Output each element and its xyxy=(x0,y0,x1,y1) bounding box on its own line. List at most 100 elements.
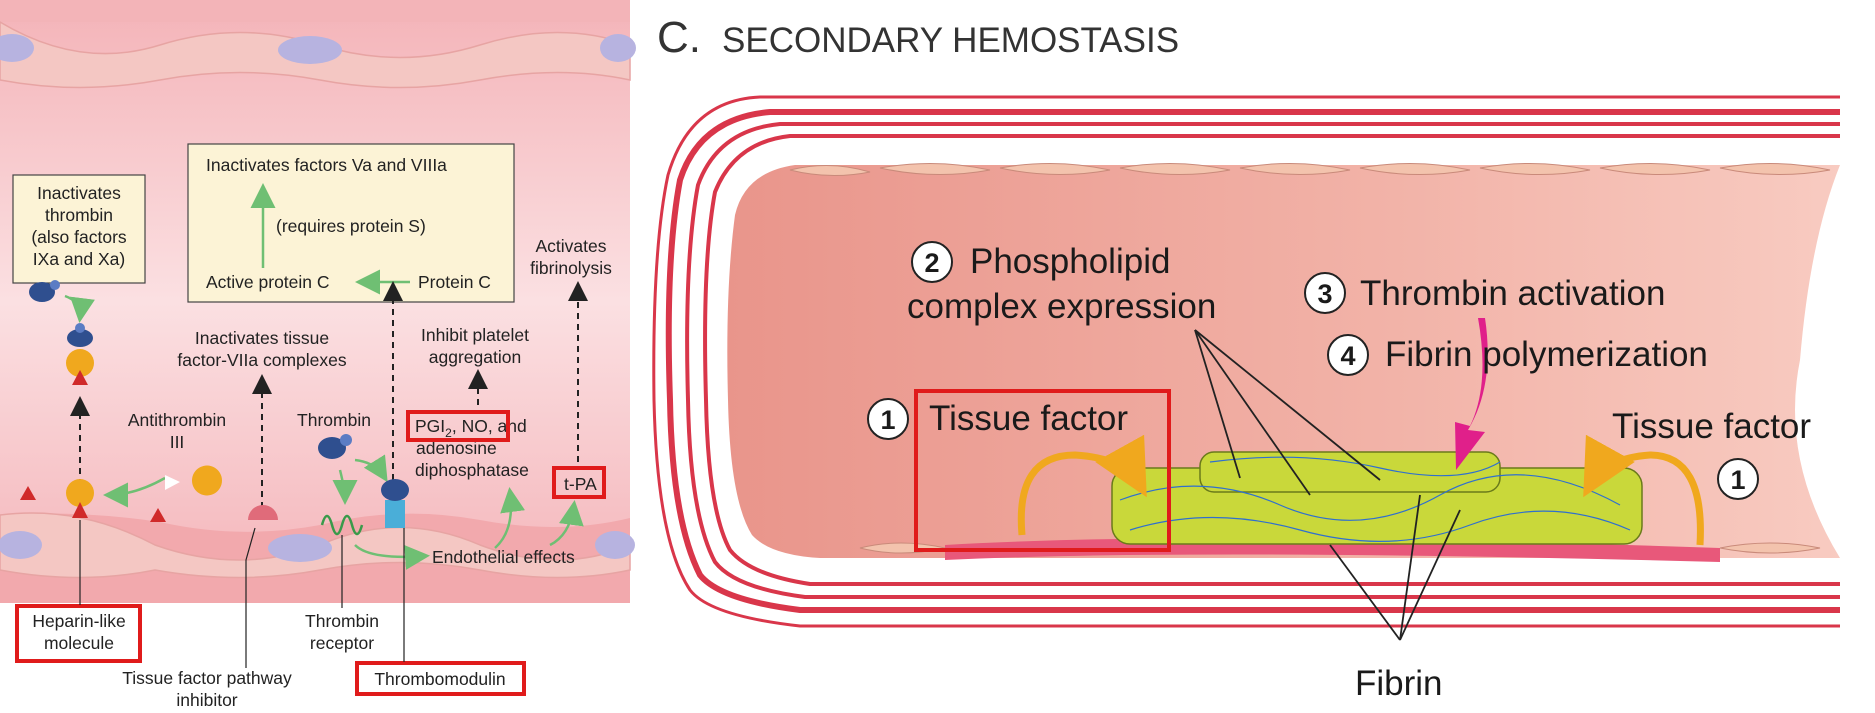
antithrombin-line-1: Antithrombin xyxy=(128,410,226,430)
top-endothelium xyxy=(0,0,636,89)
nucleus-icon xyxy=(0,34,34,62)
tissue-factor-right-number: 1 xyxy=(1730,465,1745,495)
tissue-factor-right-label: Tissue factor 1 xyxy=(1612,407,1811,500)
step-4-text: Fibrin polymerization xyxy=(1385,335,1708,374)
step-2-text-line-1: Phospholipid xyxy=(970,242,1170,281)
fibrin-clot xyxy=(1111,451,1643,545)
inactivates-thrombin-line-1: Inactivates xyxy=(37,183,121,203)
step-3-text: Thrombin activation xyxy=(1360,274,1665,313)
bottom-endothelium xyxy=(0,512,635,603)
inactivates-thrombin-line-4: IXa and Xa) xyxy=(33,249,125,269)
active-protein-c-label: Active protein C xyxy=(206,272,330,292)
protein-c-label: Protein C xyxy=(418,272,491,292)
step-2-text-line-2: complex expression xyxy=(907,287,1216,326)
thrombin-receptor-line-2: receptor xyxy=(310,633,374,653)
pgi-text: PGI xyxy=(415,416,445,436)
endothelial-to-pgi2-arrow xyxy=(494,487,525,549)
nucleus-icon xyxy=(278,36,342,64)
tfpi-molecule-icon xyxy=(248,505,278,520)
nucleus-icon xyxy=(595,531,635,559)
phospholipid-pointer-lines xyxy=(1194,329,1381,496)
inactivates-tf-line-2: factor-VIIa complexes xyxy=(177,350,346,370)
inactivates-tf-line-1: Inactivates tissue xyxy=(195,328,329,348)
thrombomodulin-label: Thrombomodulin xyxy=(374,669,505,689)
panel-letter: C. xyxy=(657,13,701,62)
thrombomodulin-icon xyxy=(381,479,409,528)
tissue-factor-left-arrow xyxy=(1017,434,1147,536)
step-1-number: 1 xyxy=(880,405,895,435)
thrombomodulin-highlight-box xyxy=(355,661,526,696)
fibrin-label: Fibrin xyxy=(1355,664,1443,703)
receptor-to-endothelial-arrow xyxy=(354,544,430,570)
thrombin-inhibitor-arrow xyxy=(64,294,95,323)
dashed-arrows xyxy=(70,281,588,508)
inactivates-thrombin-line-3: (also factors xyxy=(31,227,127,247)
step-2-label: 2 Phospholipid complex expression xyxy=(907,241,1216,326)
step-3-label: 3 Thrombin activation xyxy=(1304,272,1665,314)
thrombomodulin-label-group: Thrombomodulin xyxy=(355,528,526,696)
tissue-factor-right-arrow xyxy=(1583,434,1704,546)
tissue-factor-right-text: Tissue factor xyxy=(1612,407,1811,446)
antithrombin-to-heparin-arrow xyxy=(103,476,166,508)
step-4-label: 4 Fibrin polymerization xyxy=(1327,334,1708,376)
pgi2-highlight-box xyxy=(406,410,510,442)
vessel-lumen xyxy=(727,165,1841,558)
inhibit-platelet-line-1: Inhibit platelet xyxy=(421,325,529,345)
step-4-number: 4 xyxy=(1340,341,1355,371)
nucleus-icon xyxy=(0,531,42,559)
inactivates-thrombin-line-2: thrombin xyxy=(45,205,113,225)
pgi2-line-3: diphosphatase xyxy=(415,460,529,480)
tfpi-line-1: Tissue factor pathway xyxy=(122,668,292,688)
activates-fibrinolysis-line-1: Activates xyxy=(536,236,607,256)
pgi2-line-2: adenosine xyxy=(416,438,497,458)
step-1-text: Tissue factor xyxy=(929,399,1128,438)
thrombin-to-thrombomodulin-arrow xyxy=(354,454,388,483)
protein-c-box: Inactivates factors Va and VIIIa (requir… xyxy=(187,143,515,303)
vessel-wall xyxy=(652,95,1840,628)
left-panel: Inactivates thrombin (also factors IXa a… xyxy=(0,0,636,710)
pgi2-label-group: PGI2, NO, and adenosine diphosphatase xyxy=(406,410,529,480)
endothelial-to-tpa-arrow xyxy=(549,500,584,547)
pgi-subscript: 2 xyxy=(445,426,452,440)
heparin-label-group: Heparin-like molecule xyxy=(15,520,142,663)
endothelial-effects-label: Endothelial effects xyxy=(432,547,575,567)
tfpi-line-2: inhibitor xyxy=(176,690,237,710)
thrombin-receptor-line-1: Thrombin xyxy=(305,611,379,631)
free-thrombin-molecule-icon xyxy=(318,434,352,459)
thrombin-activation-arrow xyxy=(1455,318,1488,470)
heparin-highlight-box xyxy=(15,604,142,663)
tpa-label-group: t-PA xyxy=(552,466,606,499)
inactivates-thrombin-box: Inactivates thrombin (also factors IXa a… xyxy=(12,174,146,284)
heparin-bound-antithrombin-icon xyxy=(66,479,94,518)
activates-fibrinolysis-line-2: fibrinolysis xyxy=(530,258,612,278)
fibrin-pointer-lines xyxy=(1329,494,1461,641)
panel-title: SECONDARY HEMOSTASIS xyxy=(722,21,1179,60)
thrombin-molecule-icon xyxy=(29,280,60,302)
right-panel: C. SECONDARY HEMOSTASIS xyxy=(652,13,1841,703)
tpa-highlight-box xyxy=(552,466,606,499)
antithrombin-molecule-icon xyxy=(165,465,222,496)
thrombin-to-receptor-arrow xyxy=(332,469,358,505)
tpa-label: t-PA xyxy=(564,474,597,494)
red-triangle-icon xyxy=(150,508,166,522)
step-2-number: 2 xyxy=(924,248,939,278)
inhibit-platelet-line-2: aggregation xyxy=(429,347,521,367)
antithrombin-line-2: III xyxy=(170,432,185,452)
tissue-factor-highlight-box xyxy=(914,389,1171,552)
protein-c-box-middle: (requires protein S) xyxy=(276,216,426,236)
heparin-line-1: Heparin-like xyxy=(32,611,125,631)
heparin-line-2: molecule xyxy=(44,633,114,653)
step-3-number: 3 xyxy=(1317,279,1332,309)
red-triangle-icon xyxy=(20,486,36,500)
nucleus-icon xyxy=(600,34,636,62)
thrombin-antithrombin-complex-icon xyxy=(66,323,94,385)
step-1-label: 1 Tissue factor xyxy=(867,398,1128,440)
nucleus-icon xyxy=(268,534,332,562)
thrombin-receptor-icon xyxy=(320,514,364,536)
protein-c-box-top: Inactivates factors Va and VIIIa xyxy=(206,155,447,175)
thrombin-label: Thrombin xyxy=(297,410,371,430)
thrombin-receptor-label-group: Thrombin receptor xyxy=(305,535,379,653)
pgi-text-rest: , NO, and xyxy=(452,416,527,436)
tfpi-label-group: Tissue factor pathway inhibitor xyxy=(122,527,292,710)
